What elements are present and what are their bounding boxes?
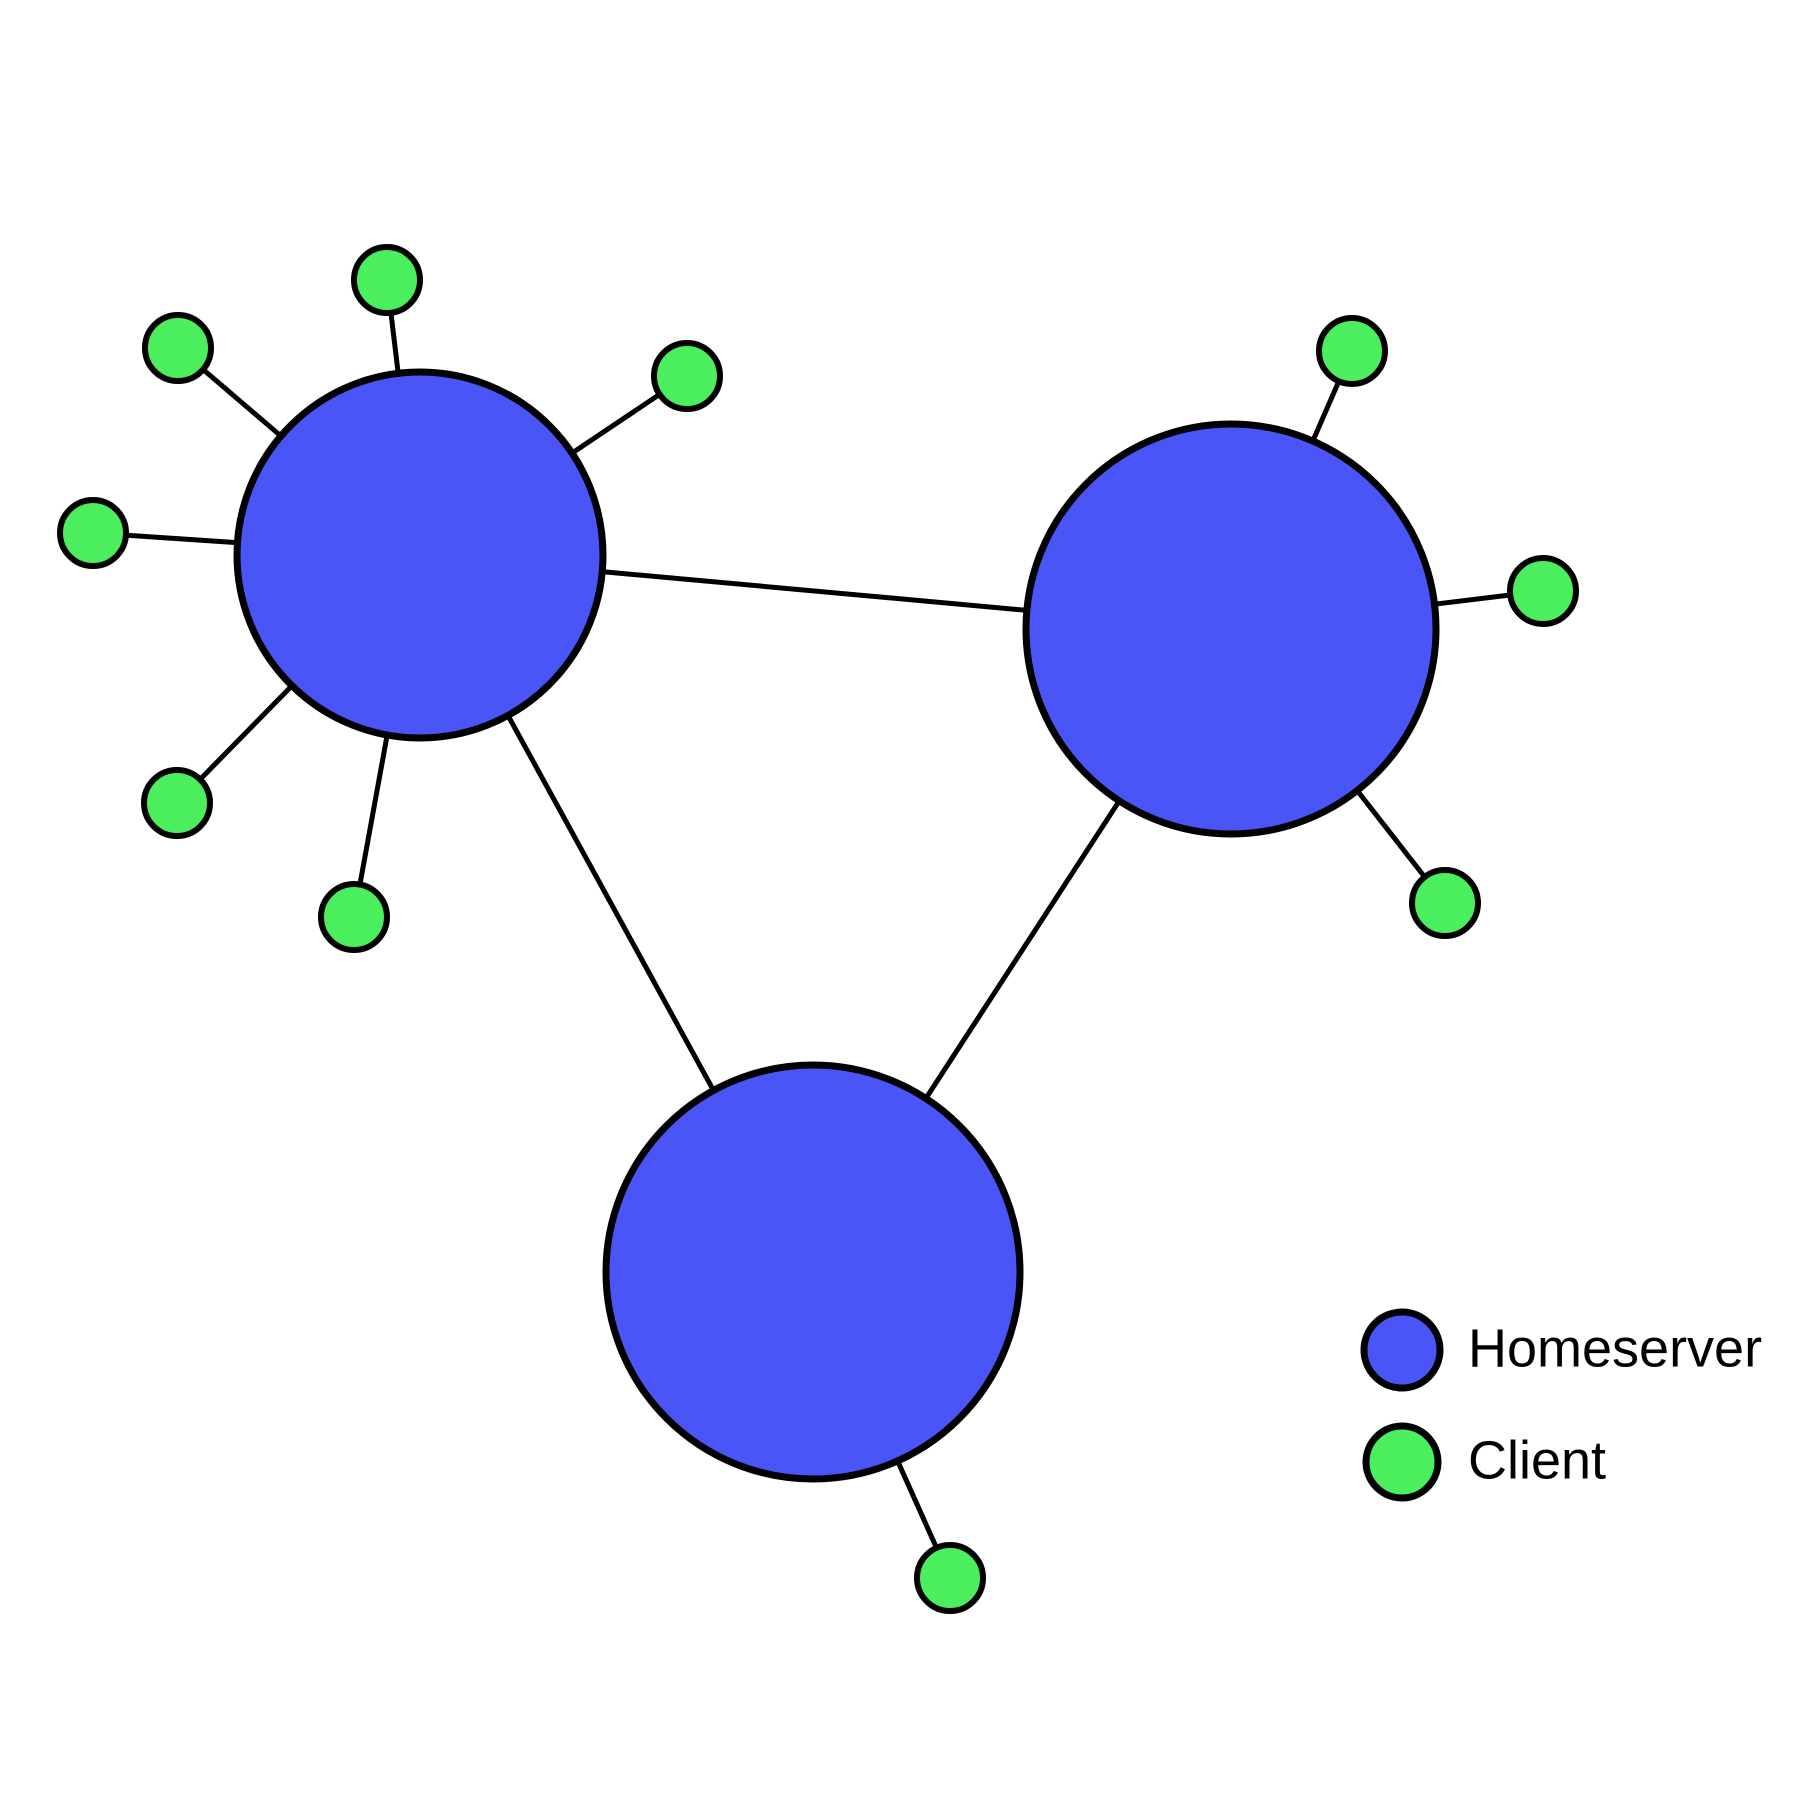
client-node-c3[interactable]: Client [57, 497, 129, 569]
client-node-c1[interactable]: Client [351, 244, 423, 316]
legend-swatch-homeserver [1360, 1308, 1444, 1392]
edge-hs1-hs3 [504, 711, 718, 1095]
homeserver-node-hs2[interactable]: Homeserver [1022, 420, 1440, 838]
legend-label-client: Client [1468, 1430, 1606, 1490]
edge-hs1-c3 [122, 532, 241, 546]
client-node-c7[interactable]: Client [1316, 315, 1388, 387]
homeserver-node-hs3[interactable]: Homeserver [602, 1061, 1024, 1483]
client-node-c5[interactable]: Client [318, 881, 390, 953]
edge-hs2-hs3 [922, 796, 1123, 1103]
legend-label-homeserver: Homeserver [1468, 1318, 1762, 1378]
edge-hs1-c1 [388, 309, 402, 377]
edge-hs1-hs2 [599, 568, 1031, 614]
edge-hs1-c6 [568, 390, 664, 457]
client-node-c9[interactable]: Client [1409, 867, 1481, 939]
edge-hs1-c4 [196, 681, 296, 784]
edge-hs1-c5 [356, 731, 391, 888]
edges-layer [122, 309, 1514, 1552]
edge-hs1-c2 [199, 365, 285, 440]
edge-hs2-c7 [1309, 377, 1343, 445]
client-node-c8[interactable]: Client [1507, 555, 1579, 627]
client-node-c2[interactable]: Client [142, 312, 214, 384]
client-node-c10[interactable]: Client [914, 1542, 986, 1614]
edge-hs2-c8 [1431, 592, 1514, 608]
client-node-c6[interactable]: Client [651, 340, 723, 412]
nodes-layer: HomeserverHomeserverHomeserverClientClie… [57, 244, 1579, 1614]
edge-hs3-c10 [894, 1457, 941, 1552]
legend-swatch-client [1362, 1422, 1442, 1502]
homeserver-node-hs1[interactable]: Homeserver [233, 368, 607, 742]
edge-hs2-c9 [1353, 786, 1429, 881]
client-node-c4[interactable]: Client [141, 767, 213, 839]
